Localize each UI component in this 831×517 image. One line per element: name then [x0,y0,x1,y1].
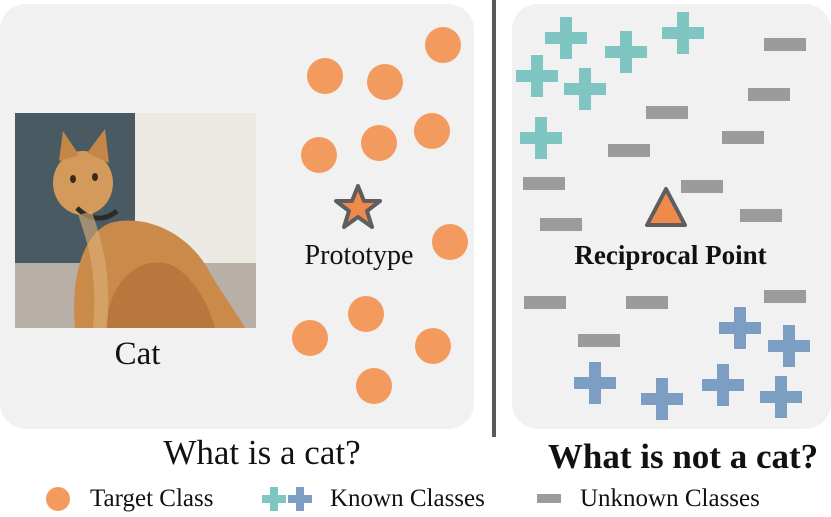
plus-icon [719,307,761,349]
minus-icon [748,88,790,101]
target-dot [348,296,384,332]
reciprocal-point-label: Reciprocal Point [574,240,767,270]
minus-icon [681,180,723,193]
circle-icon [46,487,70,511]
plus-icon [288,487,312,511]
prototype-label: Prototype [304,240,414,271]
plus-icon [564,68,606,110]
target-dot [367,64,403,100]
minus-icon [524,296,566,309]
minus-icon [764,290,806,303]
legend-unknown-label: Unknown Classes [580,485,760,512]
right-question: What is not a cat? [547,437,819,476]
minus-icon [626,296,668,309]
minus-icon [537,494,561,503]
legend: Target Class Known Classes Unknown Class… [0,481,831,517]
target-dot [425,27,461,63]
legend-target-label: Target Class [90,485,214,512]
target-dot [414,113,450,149]
star-icon [334,184,382,229]
plus-icon [520,117,562,159]
minus-icon [764,38,806,51]
target-dot [432,224,468,260]
target-dot [356,368,392,404]
minus-icon [608,144,650,157]
target-dot [307,58,343,94]
plus-icon [760,376,802,418]
minus-icon [523,177,565,190]
plus-icon [702,364,744,406]
target-dot [301,137,337,173]
cat-photo [15,113,256,328]
plus-icon [605,31,647,73]
legend-known-label: Known Classes [330,485,485,512]
cat-label: Cat [114,336,161,372]
minus-icon [578,334,620,347]
plus-icon [574,362,616,404]
target-dot [415,328,451,364]
target-dot [361,125,397,161]
plus-icon [262,487,286,511]
triangle-icon [645,187,687,227]
plus-icon [641,378,683,420]
minus-icon [722,131,764,144]
plus-icon [768,325,810,367]
plus-icon [545,17,587,59]
divider [492,0,496,437]
target-dot [292,320,328,356]
minus-icon [540,218,582,231]
minus-icon [740,209,782,222]
plus-icon [516,55,558,97]
plus-icon [662,12,704,54]
minus-icon [646,106,688,119]
left-question: What is a cat? [163,433,361,472]
